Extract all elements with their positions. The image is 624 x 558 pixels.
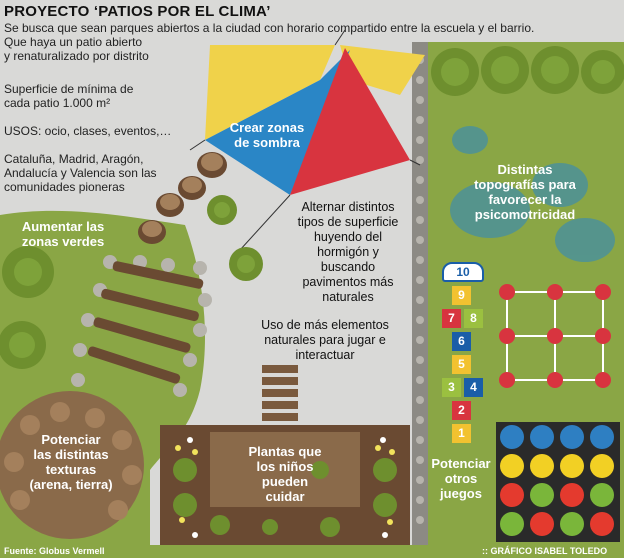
twister-dot bbox=[500, 425, 524, 449]
twister-dots bbox=[500, 425, 614, 536]
hop-3: 3 bbox=[442, 378, 461, 397]
twister-dot bbox=[560, 425, 584, 449]
intro-line-1: Se busca que sean parques abiertos a la … bbox=[4, 21, 535, 35]
twister-dot bbox=[530, 454, 554, 478]
textures-label-2: las distintas bbox=[33, 447, 109, 462]
twister-dot bbox=[590, 425, 614, 449]
tree-stumps bbox=[138, 152, 227, 244]
planks bbox=[262, 365, 298, 421]
hop-2: 2 bbox=[452, 401, 471, 420]
uses-note: USOS: ocio, clases, eventos,… bbox=[4, 124, 172, 138]
small-bushes bbox=[207, 195, 263, 281]
shade-label-2: de sombra bbox=[234, 135, 300, 150]
graphic-credit: :: GRÁFICO ISABEL TOLEDO bbox=[482, 546, 608, 556]
surface-note-1: Superficie de mínima de bbox=[4, 82, 134, 96]
path-stones bbox=[416, 56, 424, 524]
intro-line-3: y renaturalizado por distrito bbox=[4, 49, 149, 63]
green-label-1: Aumentar las bbox=[21, 219, 105, 234]
plants-label-1: Plantas que bbox=[248, 444, 322, 459]
page-title: PROYECTO ‘PATIOS POR EL CLIMA’ bbox=[4, 3, 271, 20]
surfaces-label: Alternar distintos tipos de superficie h… bbox=[282, 200, 414, 305]
natural-elements-label: Uso de más elementos naturales para juga… bbox=[240, 318, 410, 363]
surfaces-label-3: huyendo del bbox=[313, 230, 383, 244]
surfaces-label-4: hormigón y bbox=[317, 245, 379, 259]
plants-label-4: cuidar bbox=[265, 489, 305, 504]
surfaces-label-5: buscando bbox=[320, 260, 376, 274]
surface-note-2: cada patio 1.000 m² bbox=[4, 96, 111, 110]
topo-label-4: psicomotricidad bbox=[474, 207, 576, 222]
intro-line-2: Que haya un patio abierto bbox=[4, 35, 143, 49]
plants-label-3: pueden bbox=[261, 474, 309, 489]
source-credit: Fuente: Globus Vermell bbox=[4, 546, 105, 556]
natural-label-2: naturales para jugar e bbox=[264, 333, 386, 347]
topo-label-3: favorecer la bbox=[488, 192, 562, 207]
hop-9: 9 bbox=[452, 286, 471, 305]
hop-4: 4 bbox=[464, 378, 483, 397]
surfaces-label-1: Alternar distintos bbox=[301, 200, 395, 214]
hop-8: 8 bbox=[464, 309, 483, 328]
topography-blobs bbox=[450, 126, 615, 262]
flowers bbox=[175, 445, 395, 525]
surfaces-label-7: naturales bbox=[322, 290, 374, 304]
shade-label-1: Crear zonas bbox=[229, 120, 305, 135]
plants-label: Plantas que los niños pueden cuidar bbox=[220, 444, 350, 504]
twister-dot bbox=[590, 483, 614, 507]
topography-label: Distintas topografías para favorecer la … bbox=[455, 162, 595, 222]
logs bbox=[87, 261, 204, 384]
twister-dot bbox=[500, 512, 524, 536]
twister-dot bbox=[560, 454, 584, 478]
twister-dot bbox=[530, 483, 554, 507]
hop-5: 5 bbox=[452, 355, 471, 374]
surfaces-label-2: tipos de superficie bbox=[297, 215, 399, 229]
green-label-2: zonas verdes bbox=[21, 234, 105, 249]
twister-dot bbox=[500, 483, 524, 507]
left-bushes bbox=[0, 246, 54, 369]
textures-label: Potenciar las distintas texturas (arena,… bbox=[12, 432, 130, 492]
green-zones-label: Aumentar las zonas verdes bbox=[8, 219, 118, 249]
games-label-3: juegos bbox=[440, 486, 482, 501]
surfaces-label-6: pavimentos más bbox=[302, 275, 394, 289]
twister-dot bbox=[590, 512, 614, 536]
texture-stumps bbox=[4, 402, 142, 520]
stone-path bbox=[412, 42, 428, 545]
dot-grid-game bbox=[499, 284, 611, 388]
twister-dot bbox=[560, 512, 584, 536]
games-label-1: Potenciar bbox=[431, 456, 491, 471]
textures-label-3: texturas bbox=[45, 462, 97, 477]
hop-10: 10 bbox=[442, 262, 484, 282]
games-label-2: otros bbox=[444, 471, 478, 486]
twister-dot bbox=[530, 425, 554, 449]
topo-label-1: Distintas bbox=[497, 162, 553, 177]
shade-sails bbox=[189, 29, 425, 251]
hop-6: 6 bbox=[452, 332, 471, 351]
planter-plants bbox=[173, 458, 397, 537]
twister-dot bbox=[530, 512, 554, 536]
natural-label-1: Uso de más elementos bbox=[261, 318, 389, 332]
planter-soil bbox=[210, 432, 360, 507]
textures-label-1: Potenciar bbox=[41, 432, 101, 447]
flowers-white bbox=[187, 437, 388, 538]
hop-7: 7 bbox=[442, 309, 461, 328]
plants-label-2: los niños bbox=[256, 459, 314, 474]
twister-dot bbox=[590, 454, 614, 478]
topo-label-2: topografías para bbox=[474, 177, 576, 192]
regions-note-1: Cataluña, Madrid, Aragón, bbox=[4, 152, 144, 166]
shade-label: Crear zonas de sombra bbox=[222, 120, 312, 150]
twister-dot bbox=[560, 483, 584, 507]
regions-note-3: comunidades pioneras bbox=[4, 180, 125, 194]
footer-strip bbox=[0, 545, 624, 558]
bushes-top-right bbox=[431, 46, 624, 96]
regions-note-2: Andalucía y Valencia son las bbox=[4, 166, 157, 180]
natural-label-3: interactuar bbox=[295, 348, 355, 362]
textures-label-4: (arena, tierra) bbox=[29, 477, 113, 492]
games-label: Potenciar otros juegos bbox=[428, 456, 494, 501]
hop-1: 1 bbox=[452, 424, 471, 443]
twister-dot bbox=[500, 454, 524, 478]
